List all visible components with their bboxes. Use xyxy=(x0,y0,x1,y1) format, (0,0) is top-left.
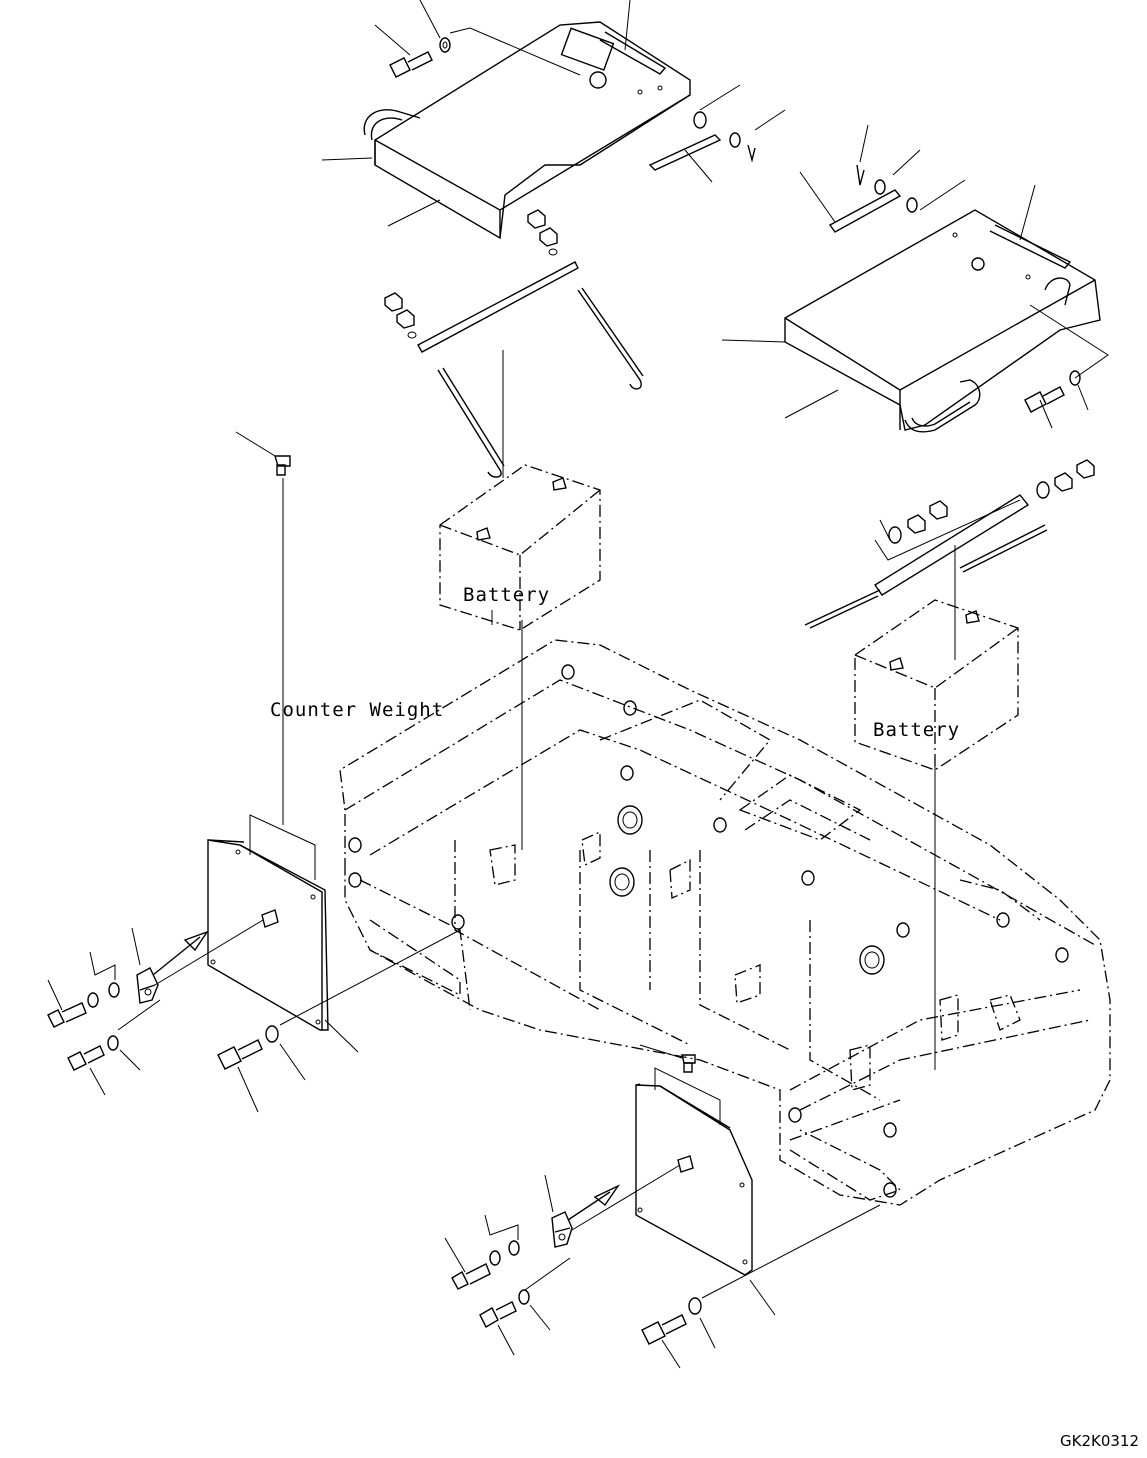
counter-weight: Counter Weight xyxy=(270,639,1111,1206)
latch-bracket-left xyxy=(131,927,159,1004)
arrow-icon xyxy=(152,919,264,986)
hinge-strip-icon xyxy=(648,111,756,171)
arrow-icon xyxy=(567,1164,681,1231)
battery-left: Battery xyxy=(439,464,601,631)
side-cover-right xyxy=(635,1044,753,1276)
battery-cover-left xyxy=(363,21,691,240)
side-cover-left xyxy=(207,431,329,1031)
bolt-icon xyxy=(444,1214,520,1290)
nut-icon xyxy=(384,209,558,339)
battery-right-label: Battery xyxy=(873,719,960,741)
battery-holddown-right xyxy=(804,459,1095,629)
bolt-icon xyxy=(641,1204,881,1369)
drawing-code: GK2K0312 xyxy=(1060,1432,1139,1450)
battery-left-label: Battery xyxy=(463,584,550,606)
leader-lines xyxy=(321,0,1109,1070)
bolt-icon xyxy=(47,951,120,1028)
counter-weight-label: Counter Weight xyxy=(270,699,444,721)
hinge-strip-icon xyxy=(828,164,918,233)
battery-holddown-left xyxy=(417,261,644,478)
battery-cover-right xyxy=(784,209,1101,433)
battery-right: Battery xyxy=(854,599,1019,771)
bolt-icon xyxy=(1024,370,1081,413)
bolt-icon xyxy=(67,999,161,1096)
bolt-icon xyxy=(479,1257,571,1356)
mounting-hole-icon xyxy=(348,664,1069,1198)
bolt-icon xyxy=(389,37,451,78)
latch-bracket-right xyxy=(544,1174,573,1248)
bolt-icon xyxy=(217,929,461,1113)
